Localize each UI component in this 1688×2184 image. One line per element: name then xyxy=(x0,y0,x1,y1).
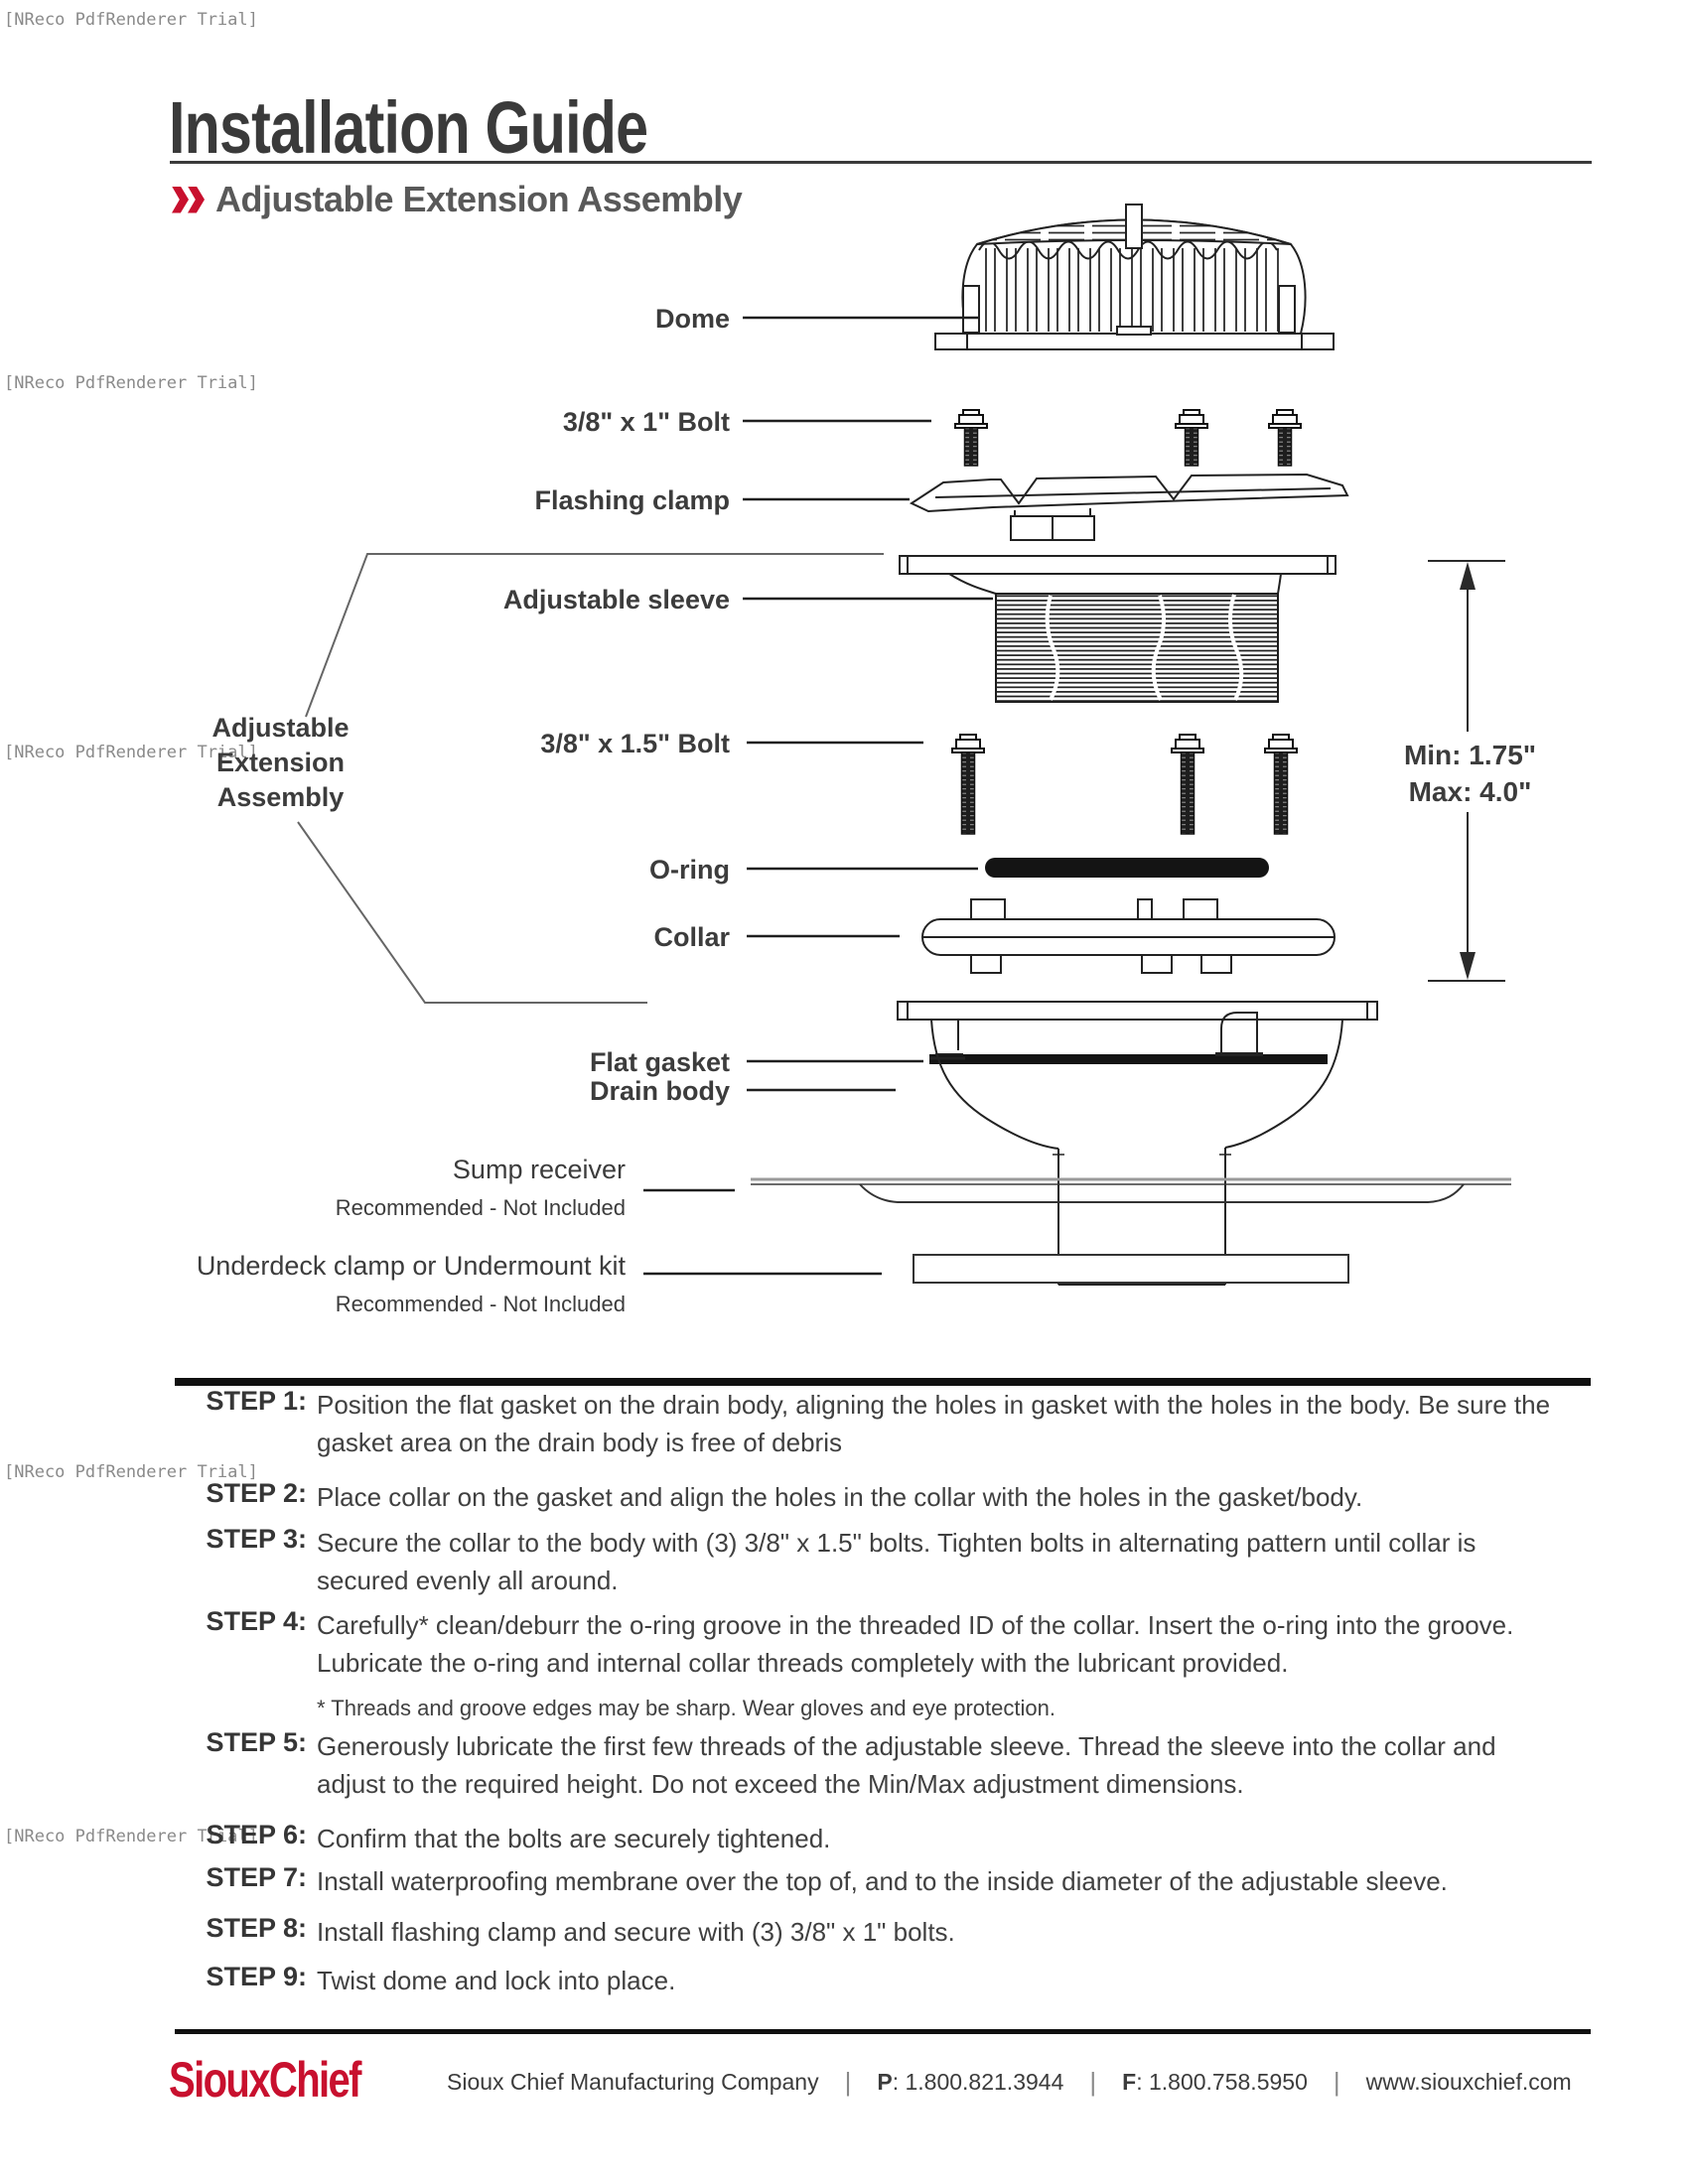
collar-illustration xyxy=(920,898,1336,974)
step-text: Install flashing clamp and secure with (… xyxy=(317,1917,955,1947)
step-label: STEP 6: xyxy=(206,1820,307,1849)
label-dome: Dome xyxy=(654,304,730,334)
page-title: Installation Guide xyxy=(169,86,648,169)
assembly-line2: Extension xyxy=(215,748,346,777)
step-label: STEP 2: xyxy=(206,1478,307,1508)
step-row: STEP 3: Secure the collar to the body wi… xyxy=(196,1524,1568,1599)
underdeck-kit-illustration xyxy=(913,1254,1349,1284)
dome-illustration xyxy=(934,204,1335,350)
footer: Sioux Chief Manufacturing Company | P: 1… xyxy=(447,2067,1572,2098)
step-row: STEP 7: Install waterproofing membrane o… xyxy=(196,1862,1568,1900)
o-ring-illustration xyxy=(985,858,1269,878)
step-text: Position the flat gasket on the drain bo… xyxy=(317,1390,1551,1457)
step-note: * Threads and groove edges may be sharp.… xyxy=(317,1696,1055,1720)
label-adjustable-sleeve: Adjustable sleeve xyxy=(502,585,730,614)
assembly-bracket-label: Adjustable Extension Assembly xyxy=(174,711,387,815)
phone-number: : 1.800.821.3944 xyxy=(892,2069,1064,2095)
step-row: STEP 8: Install flashing clamp and secur… xyxy=(196,1913,1568,1951)
step-row: STEP 4: Carefully* clean/deburr the o-ri… xyxy=(196,1606,1568,1727)
step-text: Confirm that the bolts are securely tigh… xyxy=(317,1824,831,1853)
footer-company: Sioux Chief Manufacturing Company xyxy=(447,2069,819,2095)
watermark: [NReco PdfRenderer Trial] xyxy=(4,743,258,762)
step-text: Secure the collar to the body with (3) 3… xyxy=(317,1528,1477,1595)
dimension-min: Min: 1.75" xyxy=(1403,740,1537,770)
title-rule xyxy=(170,161,1592,164)
assembly-line1: Adjustable xyxy=(211,713,350,743)
step-text: Place collar on the gasket and align the… xyxy=(317,1482,1363,1512)
step-text: Twist dome and lock into place. xyxy=(317,1966,676,1995)
footer-separator: | xyxy=(844,2067,852,2097)
assembly-line3: Assembly xyxy=(216,782,345,812)
label-collar: Collar xyxy=(653,922,730,952)
watermark: [NReco PdfRenderer Trial] xyxy=(4,1462,258,1482)
label-bolt-1-5in: 3/8" x 1.5" Bolt xyxy=(540,729,730,758)
footer-separator: | xyxy=(1089,2067,1097,2097)
step-row: STEP 6: Confirm that the bolts are secur… xyxy=(196,1820,1568,1857)
step-label: STEP 4: xyxy=(206,1606,307,1636)
leader-lines xyxy=(643,316,993,1276)
label-flashing-clamp: Flashing clamp xyxy=(534,485,730,515)
step-text: Generously lubricate the first few threa… xyxy=(317,1731,1496,1799)
step-label: STEP 7: xyxy=(206,1862,307,1892)
watermark: [NReco PdfRenderer Trial] xyxy=(4,1827,258,1846)
step-text-main: Carefully* clean/deburr the o-ring groov… xyxy=(317,1610,1514,1678)
label-sump-note: Recommended - Not Included xyxy=(335,1195,626,1220)
label-flat-gasket: Flat gasket xyxy=(589,1047,730,1077)
footer-website: www.siouxchief.com xyxy=(1365,2069,1572,2095)
step-label: STEP 5: xyxy=(206,1727,307,1757)
fax-number: : 1.800.758.5950 xyxy=(1136,2069,1308,2095)
step-label: STEP 3: xyxy=(206,1524,307,1554)
section-divider-top xyxy=(175,1378,1591,1386)
fax-label: F xyxy=(1122,2069,1137,2095)
flat-gasket-illustration xyxy=(929,1054,1328,1064)
sioux-chief-logo: SiouxChief xyxy=(169,2052,362,2108)
step-label: STEP 1: xyxy=(206,1386,307,1416)
adjustable-sleeve-illustration xyxy=(899,555,1336,703)
label-bolt-1in: 3/8" x 1" Bolt xyxy=(562,407,730,437)
label-o-ring: O-ring xyxy=(649,855,730,885)
step-text: Carefully* clean/deburr the o-ring groov… xyxy=(317,1606,1568,1727)
chevron-icon xyxy=(172,186,189,213)
step-text: Install waterproofing membrane over the … xyxy=(317,1866,1448,1896)
drain-body-illustration xyxy=(897,1001,1378,1286)
step-row: STEP 5: Generously lubricate the first f… xyxy=(196,1727,1568,1803)
step-row: STEP 1: Position the flat gasket on the … xyxy=(196,1386,1568,1461)
assembly-bracket-lines xyxy=(297,553,884,1004)
label-sump-receiver: Sump receiver xyxy=(452,1155,626,1184)
label-underdeck-note: Recommended - Not Included xyxy=(335,1292,626,1316)
label-underdeck: Underdeck clamp or Undermount kit xyxy=(196,1251,626,1281)
phone-label: P xyxy=(877,2069,893,2095)
footer-fax: F: 1.800.758.5950 xyxy=(1122,2069,1308,2096)
step-row: STEP 2: Place collar on the gasket and a… xyxy=(196,1478,1568,1516)
watermark: [NReco PdfRenderer Trial] xyxy=(4,373,258,393)
flashing-clamp-illustration xyxy=(909,473,1349,541)
dimension-arrow xyxy=(1428,560,1505,982)
dimension-label: Min: 1.75" Max: 4.0" xyxy=(1383,735,1557,812)
footer-separator: | xyxy=(1333,2067,1340,2097)
page-subtitle: Adjustable Extension Assembly xyxy=(215,179,743,219)
sump-receiver-illustration xyxy=(751,1177,1511,1203)
step-row: STEP 9: Twist dome and lock into place. xyxy=(196,1962,1568,1999)
chevron-icon xyxy=(188,186,205,213)
watermark: [NReco PdfRenderer Trial] xyxy=(4,10,258,30)
dimension-max: Max: 4.0" xyxy=(1408,776,1532,807)
step-label: STEP 9: xyxy=(206,1962,307,1991)
subtitle-row: Adjustable Extension Assembly xyxy=(172,179,743,220)
label-drain-body: Drain body xyxy=(589,1076,730,1106)
step-label: STEP 8: xyxy=(206,1913,307,1943)
section-divider-bottom xyxy=(175,2029,1591,2034)
footer-phone: P: 1.800.821.3944 xyxy=(877,2069,1063,2096)
